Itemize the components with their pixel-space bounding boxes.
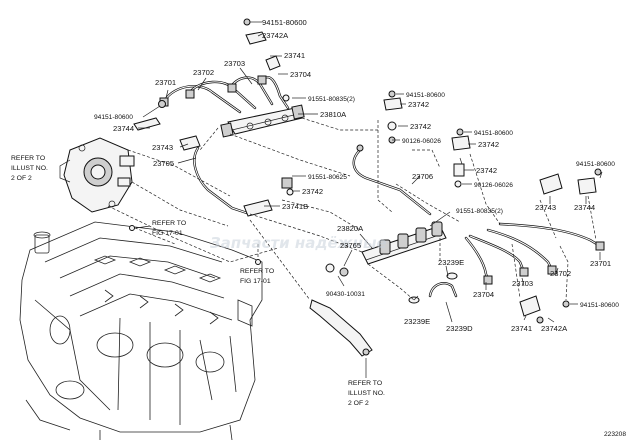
callout-90126-06026: 90126-06026 — [402, 138, 441, 145]
pipe-23706 — [352, 144, 432, 216]
callout-23742a: 23742A — [262, 31, 289, 40]
callout-23743: 23743 — [152, 143, 173, 152]
callout-23703: 23703 — [224, 59, 245, 68]
note-marker-dot — [129, 225, 135, 231]
hose-23239d — [408, 272, 458, 304]
callout-23704: 23704 — [290, 70, 311, 79]
callout-23810a: 23810A — [320, 110, 347, 119]
injection-pipes-top — [159, 75, 290, 114]
note-refer-illust-line1: REFER TO — [11, 155, 45, 162]
callout-23743: 23743 — [535, 203, 556, 212]
callout-23702: 23702 — [193, 68, 214, 77]
callout-23701: 23701 — [155, 78, 176, 87]
clamp-bottom-right — [519, 295, 570, 324]
callout-23704: 23704 — [473, 290, 494, 299]
callout-23741b: 23741B — [282, 202, 308, 211]
note-refer-fig-line1: REFER TO — [240, 268, 274, 275]
callout-23742: 23742 — [476, 166, 497, 175]
watermark-text: Запчасти надёжные — [210, 234, 387, 252]
injection-pipes-right — [464, 222, 605, 285]
callout-23742: 23742 — [408, 100, 429, 109]
figure-id: 223208 — [604, 431, 626, 438]
callout-23742: 23742 — [478, 140, 499, 149]
callout-90430-10031: 90430-10031 — [326, 291, 365, 298]
callout-23742: 23742 — [410, 122, 431, 131]
callout-94151-80600: 94151-80600 — [474, 130, 513, 137]
note-marker-dot — [255, 259, 261, 265]
note-refer-illust-line1: REFER TO — [348, 380, 382, 387]
callout-23239d: 23239D — [446, 324, 473, 333]
clamp-far-right — [539, 168, 602, 195]
callout-23706: 23706 — [412, 172, 433, 181]
callout-91551-80835: 91551-80835(2) — [308, 96, 355, 103]
note-refer-fig-line2: FIG 17-01 — [152, 230, 183, 237]
callout-23741: 23741 — [284, 51, 305, 60]
clamp-mid — [243, 177, 294, 217]
clamp-left — [133, 100, 201, 151]
fuel-rail-23820a — [325, 221, 447, 277]
pipe-23705 — [193, 146, 252, 216]
callout-94151-80600: 94151-80600 — [576, 161, 615, 168]
callout-94151-80600: 94151-80600 — [580, 302, 619, 309]
note-refer-illust-line3: 2 OF 2 — [348, 400, 369, 407]
clamp-column-right — [383, 90, 471, 188]
callout-90126-06026: 90126-06026 — [474, 182, 513, 189]
callout-94151-80600: 94151-80600 — [262, 18, 307, 27]
note-refer-illust-line2: ILLUST NO. — [11, 165, 48, 172]
fuel-pump-illustration — [59, 137, 135, 213]
engine-block-illustration — [19, 221, 263, 441]
callout-labels: 94151-80600 23742A 23741 23703 23704 237… — [11, 18, 626, 438]
callout-23239e: 23239E — [404, 317, 430, 326]
callout-91551-80625: 91551-80625 — [308, 174, 347, 181]
callout-23742: 23742 — [302, 187, 323, 196]
callout-23705: 23705 — [153, 159, 174, 168]
callout-23239e: 23239E — [438, 258, 464, 267]
callout-94151-80600: 94151-80600 — [94, 114, 133, 121]
callout-91551-80835: 91551-80835(2) — [456, 208, 503, 215]
leader-lines — [138, 21, 603, 378]
bracket-bottom — [309, 299, 373, 357]
callout-23765: 23765 — [340, 241, 361, 250]
callout-23820a: 23820A — [337, 224, 364, 233]
callout-23702: 23702 — [550, 269, 571, 278]
note-refer-illust-line2: ILLUST NO. — [348, 390, 385, 397]
callout-23741: 23741 — [511, 324, 532, 333]
callout-23744: 23744 — [574, 203, 595, 212]
fuel-rail-23810a — [220, 104, 305, 138]
callout-94151-80600: 94151-80600 — [406, 92, 445, 99]
callout-23701: 23701 — [590, 259, 611, 268]
note-refer-illust-line3: 2 OF 2 — [11, 175, 32, 182]
callout-23703: 23703 — [512, 279, 533, 288]
callout-23744: 23744 — [113, 124, 134, 133]
callout-23742a: 23742A — [541, 324, 568, 333]
note-refer-fig-line2: FIG 17-01 — [240, 278, 271, 285]
note-refer-fig-line1: REFER TO — [152, 220, 186, 227]
